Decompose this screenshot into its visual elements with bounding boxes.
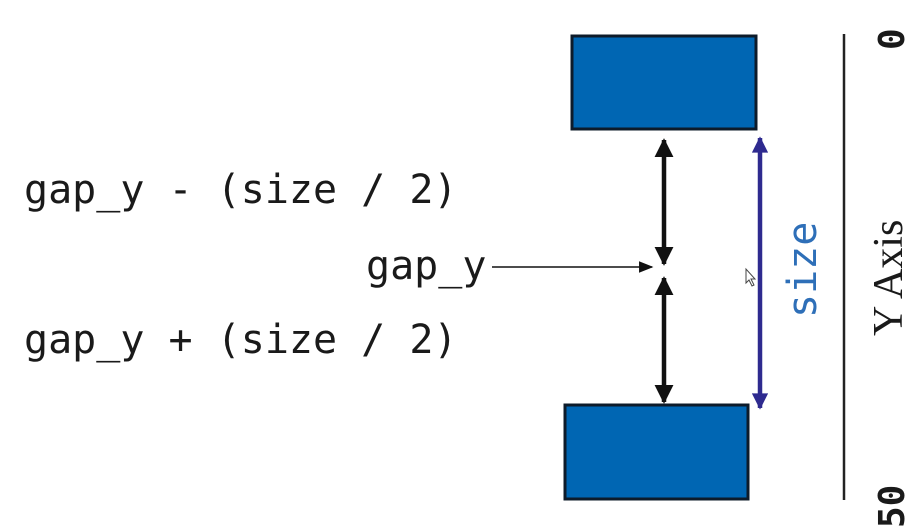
y-axis-tick-start: 0 [872, 28, 913, 50]
y-axis-tick-end: 50 [872, 484, 913, 528]
gap-center-label: gap_y [366, 243, 487, 289]
bottom-pipe-block [563, 403, 750, 501]
bottom-edge-expression: gap_y + (size / 2) [24, 317, 458, 363]
size-label: size [780, 221, 826, 318]
top-pipe-block [570, 34, 758, 131]
cursor-icon [745, 267, 757, 287]
top-edge-expression: gap_y - (size / 2) [24, 167, 458, 213]
y-axis-title: Y Axis [866, 219, 912, 336]
